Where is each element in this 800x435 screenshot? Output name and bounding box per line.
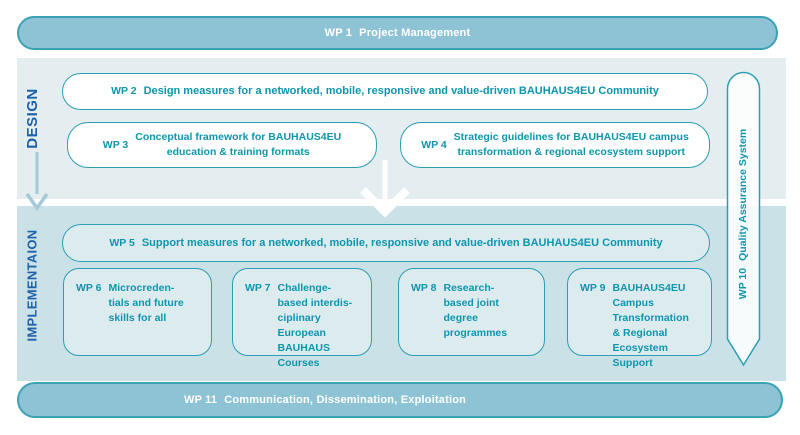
implementation-phase-label: IMPLEMENTAION <box>14 210 50 360</box>
wp2-id: WP 2 <box>111 85 137 97</box>
wp11-title: Communication, Dissemination, Exploitati… <box>224 394 467 406</box>
wp1-bar: WP 1 Project Management <box>17 16 778 50</box>
implementation-phase-label-text: IMPLEMENTAION <box>24 229 40 341</box>
wp5-box: WP 5 Support measures for a networked, m… <box>62 224 710 262</box>
wp10-banner: WP 10 Quality Assurance System <box>726 71 761 357</box>
wp9-box: WP 9 BAUHAUS4EU Campus Transformation & … <box>567 268 712 369</box>
wp1-title: Project Management <box>359 27 471 39</box>
wp3-box: WP 3 Conceptual framework for BAUHAUS4EU… <box>67 122 377 168</box>
wp4-id: WP 4 <box>421 138 447 151</box>
wp6-title: Microcreden- tials and future skills for… <box>108 282 184 324</box>
wp9-title: BAUHAUS4EU Campus Transformation & Regio… <box>612 282 689 369</box>
wp6-id: WP 6 <box>76 282 102 294</box>
wp5-id: WP 5 <box>109 236 135 249</box>
wp7-title: Challenge- based interdis- ciplinary Eur… <box>277 282 353 369</box>
wp4-box: WP 4 Strategic guidelines for BAUHAUS4EU… <box>400 122 710 168</box>
wp11-bar: WP 11 Communication, Dissemination, Expl… <box>17 382 783 418</box>
wp2-box: WP 2 Design measures for a networked, mo… <box>62 73 708 110</box>
wp7-box: WP 7 Challenge- based interdis- ciplinar… <box>232 268 372 369</box>
wp8-id: WP 8 <box>411 282 437 294</box>
wp7-id: WP 7 <box>245 282 271 294</box>
wp6-box: WP 6 Microcreden- tials and future skill… <box>63 268 212 356</box>
wp2-title: Design measures for a networked, mobile,… <box>143 85 659 97</box>
wp10-id: WP 10 <box>737 267 750 300</box>
wp8-box: WP 8 Research- based joint degree progra… <box>398 268 545 356</box>
wp1-id: WP 1 <box>324 27 353 39</box>
phase-arrow-icon <box>25 152 49 212</box>
wp3-title: Conceptual framework for BAUHAUS4EU educ… <box>135 131 342 158</box>
wp11-id: WP 11 <box>184 394 218 406</box>
wp3-id: WP 3 <box>102 138 129 151</box>
wp9-id: WP 9 <box>580 282 606 294</box>
wp5-title: Support measures for a networked, mobile… <box>141 236 663 249</box>
wp10-title: Quality Assurance System <box>737 128 750 261</box>
flow-down-arrow-icon <box>360 160 410 218</box>
wp4-title: Strategic guidelines for BAUHAUS4EU camp… <box>453 131 689 158</box>
design-phase-label-text: DESIGN <box>23 87 41 149</box>
wp8-title: Research- based joint degree programmes <box>443 282 508 339</box>
wp10-banner-shape <box>726 71 761 367</box>
